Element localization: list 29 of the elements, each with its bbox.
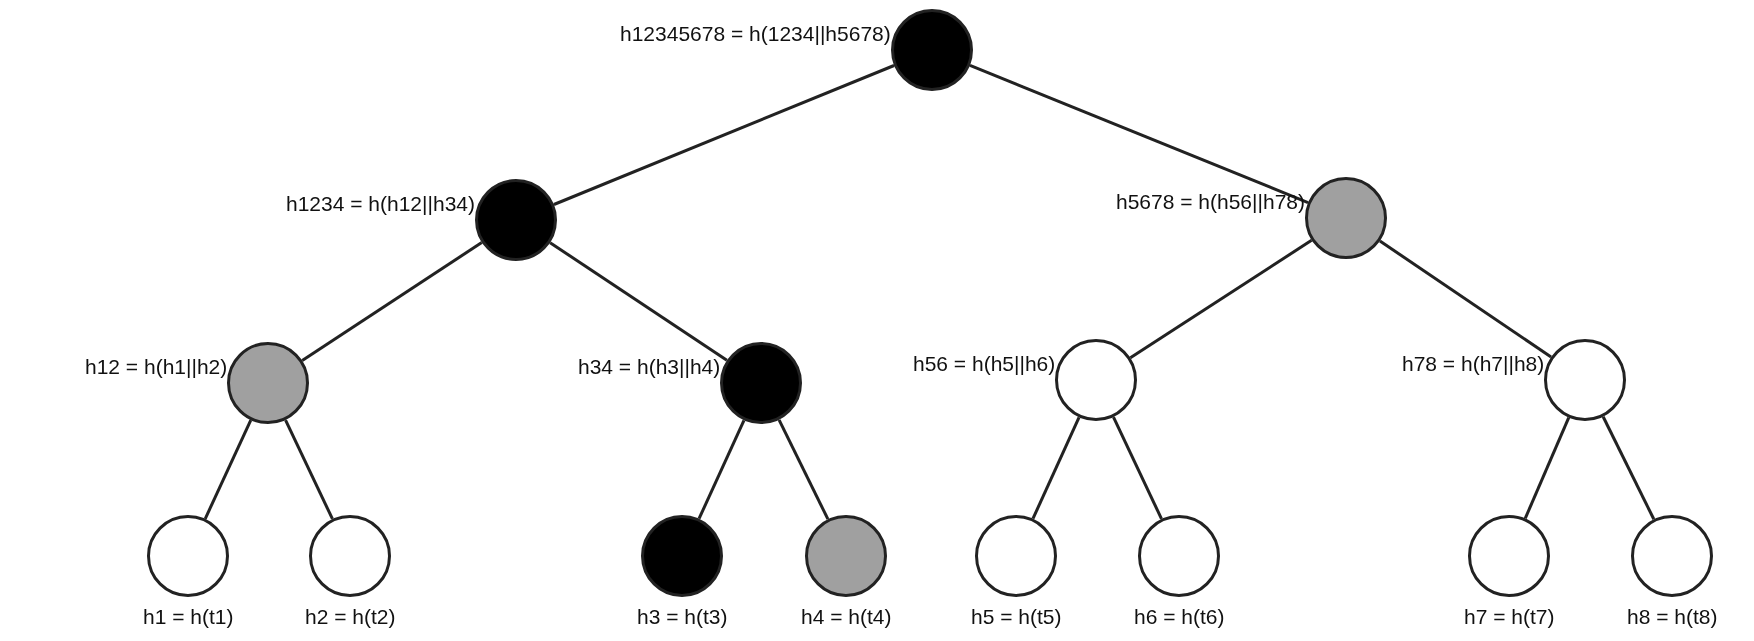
hash-label: h5 = h(t5) <box>971 605 1062 629</box>
hash-label: h2 = h(t2) <box>305 605 396 629</box>
hash-label: h78 = h(h7||h8) <box>1402 352 1545 376</box>
tree-edge-line <box>1601 416 1656 520</box>
hash-label: h8 = h(t8) <box>1627 605 1718 629</box>
tree-edge-line <box>284 419 334 520</box>
hash-label: h5678 = h(h56||h78) <box>1116 190 1305 214</box>
hash-label: h4 = h(t4) <box>801 605 892 629</box>
tree-edge-line <box>777 419 830 520</box>
tree-edge-line <box>301 241 483 362</box>
tree-edge-line <box>553 64 895 206</box>
tree-edge-line <box>1129 239 1313 359</box>
tree-edge-line <box>969 64 1309 204</box>
hash-label: h3 = h(t3) <box>637 605 728 629</box>
hash-label: h12 = h(h1||h2) <box>85 355 228 379</box>
tree-edge-line <box>549 241 728 362</box>
hash-label: h56 = h(h5||h6) <box>913 352 1056 376</box>
hash-label: h6 = h(t6) <box>1134 605 1225 629</box>
tree-edge-line <box>1379 239 1552 359</box>
tree-edge-line <box>697 419 746 520</box>
hash-label: h1234 = h(h12||h34) <box>286 192 475 216</box>
tree-edge-line <box>1523 417 1571 519</box>
tree-edge-line <box>203 419 253 520</box>
hash-label: h7 = h(t7) <box>1464 605 1555 629</box>
hash-label: h1 = h(t1) <box>143 605 234 629</box>
tree-edge-line <box>1112 416 1163 520</box>
hash-label: h12345678 = h(1234||h5678) <box>620 22 891 46</box>
tree-edge-line <box>1031 416 1081 520</box>
hash-label: h34 = h(h3||h4) <box>578 355 721 379</box>
